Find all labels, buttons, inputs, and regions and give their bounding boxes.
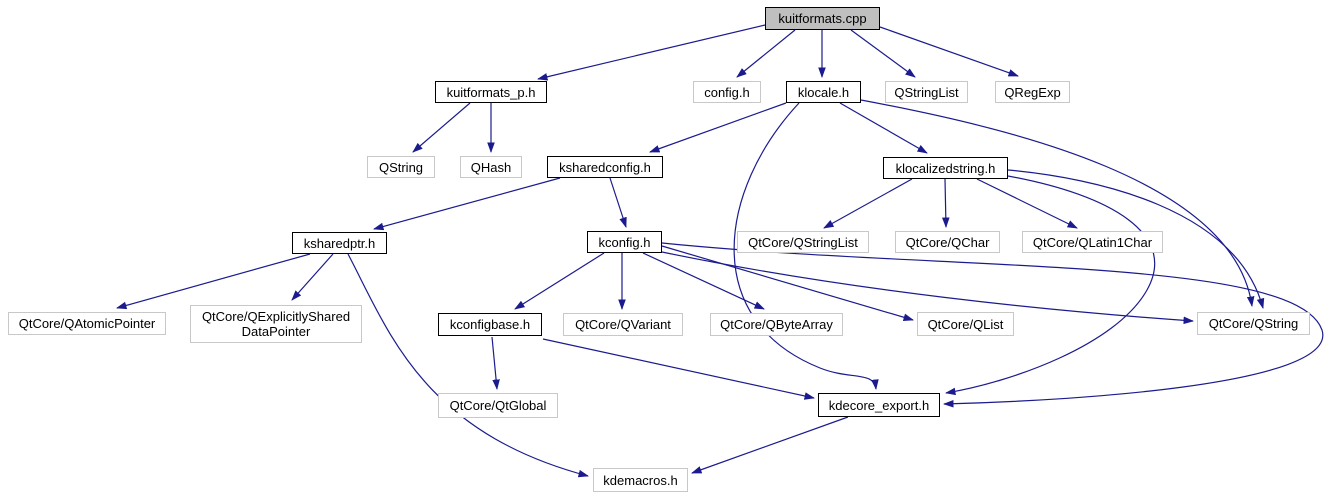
node-klocalizedstring-h[interactable]: klocalizedstring.h <box>883 157 1008 179</box>
edge-kuitformats-cpp-to-qregexp <box>879 26 1019 77</box>
edge-klocalizedstring-h-to-qtcore-qchar <box>942 178 950 228</box>
node-qtcore-qlatin1char: QtCore/QLatin1Char <box>1022 231 1163 253</box>
edge-kconfigbase-h-to-qtcore-qtglobal <box>491 336 500 390</box>
edge-ksharedptr-h-to-qtcore-qatomicpointer <box>116 253 311 310</box>
node-qtcore-qstring: QtCore/QString <box>1197 312 1310 335</box>
node-kdecore-export-h[interactable]: kdecore_export.h <box>818 393 940 417</box>
node-ksharedptr-h[interactable]: ksharedptr.h <box>292 232 387 254</box>
node-qtcore-qbytearray: QtCore/QByteArray <box>710 313 843 336</box>
node-qregexp: QRegExp <box>995 81 1070 103</box>
edge-kuitformats-cpp-to-qstringlist <box>850 29 916 78</box>
node-kconfig-h[interactable]: kconfig.h <box>587 231 662 253</box>
node-qtcore-qstringlist: QtCore/QStringList <box>737 231 869 253</box>
node-qtcore-qatomicpointer: QtCore/QAtomicPointer <box>8 312 166 335</box>
edge-klocale-h-to-ksharedconfig-h <box>649 102 787 153</box>
node-config-h: config.h <box>693 81 761 103</box>
edge-ksharedptr-h-to-kdemacros-h <box>347 253 589 478</box>
edge-ksharedconfig-h-to-kconfig-h <box>609 177 627 228</box>
edge-ksharedptr-h-to-qtcore-qexplicitlyshareddatapointer <box>291 253 334 301</box>
edge-kuitformats-p-h-to-qstring <box>412 102 471 153</box>
node-qtcore-qlist: QtCore/QList <box>917 312 1014 336</box>
node-kuitformats-p-h[interactable]: kuitformats_p.h <box>435 81 547 103</box>
node-klocale-h[interactable]: klocale.h <box>786 81 861 103</box>
node-qtcore-qchar: QtCore/QChar <box>895 231 1000 253</box>
edge-kconfig-h-to-kconfigbase-h <box>514 252 605 310</box>
node-qtcore-qexplicitlyshareddatapointer: QtCore/QExplicitlyShared DataPointer <box>190 305 362 343</box>
edge-klocale-h-to-klocalizedstring-h <box>839 102 928 154</box>
node-qstring: QString <box>367 156 435 178</box>
node-qtcore-qtglobal: QtCore/QtGlobal <box>438 393 558 418</box>
edge-ksharedconfig-h-to-ksharedptr-h <box>373 177 561 231</box>
edge-klocalizedstring-h-to-qtcore-qstringlist <box>823 178 913 229</box>
edge-klocalizedstring-h-to-qtcore-qstring <box>1007 169 1265 309</box>
edge-kuitformats-cpp-to-config-h <box>736 29 796 78</box>
edge-kconfig-h-to-kdecore-export-h <box>661 242 1324 408</box>
edge-klocale-h-to-qtcore-qstring <box>860 99 1255 307</box>
node-kdemacros-h: kdemacros.h <box>593 468 688 492</box>
node-qtcore-qvariant: QtCore/QVariant <box>563 313 683 336</box>
edge-kconfig-h-to-qtcore-qlist <box>661 245 914 321</box>
edge-kconfig-h-to-qtcore-qstring <box>661 251 1194 325</box>
edge-kconfig-h-to-qtcore-qbytearray <box>642 252 765 310</box>
node-kuitformats-cpp[interactable]: kuitformats.cpp <box>765 7 880 30</box>
node-ksharedconfig-h[interactable]: ksharedconfig.h <box>547 156 663 178</box>
node-kconfigbase-h[interactable]: kconfigbase.h <box>438 313 542 336</box>
node-qhash: QHash <box>460 156 522 178</box>
edge-kconfigbase-h-to-kdecore-export-h <box>542 338 815 400</box>
edge-kdecore-export-h-to-kdemacros-h <box>691 416 849 474</box>
edge-klocalizedstring-h-to-qtcore-qlatin1char <box>976 178 1078 229</box>
edge-kuitformats-cpp-to-kuitformats-p-h <box>537 24 766 81</box>
node-qstringlist: QStringList <box>885 81 968 103</box>
edge-klocalizedstring-h-to-kdecore-export-h <box>945 175 1156 396</box>
